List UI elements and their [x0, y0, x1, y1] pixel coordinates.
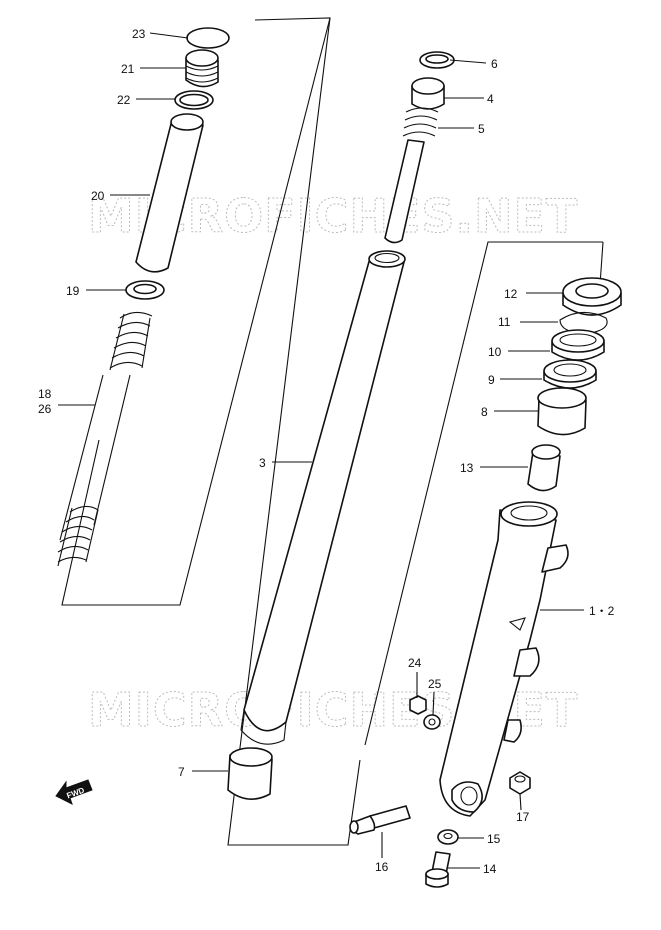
callout-25: 25: [428, 677, 442, 691]
callout-20: 20: [91, 189, 105, 203]
part-16-long-bolt[interactable]: [349, 805, 411, 835]
callout-1-2: 1・2: [589, 604, 615, 618]
part-9-washer[interactable]: [543, 359, 597, 389]
frame-outer-tube: [364, 241, 603, 746]
fwd-badge: FWD: [55, 779, 93, 805]
callout-3: 3: [259, 456, 266, 470]
callout-16: 16: [375, 860, 389, 874]
part-22-o-ring[interactable]: [174, 90, 214, 110]
callout-8: 8: [481, 405, 488, 419]
callout-11: 11: [498, 315, 511, 329]
part-21-cap-bolt[interactable]: [185, 49, 219, 88]
part-6-seal[interactable]: [419, 51, 455, 69]
part-4-piston[interactable]: [411, 77, 445, 110]
callout-12: 12: [504, 287, 518, 301]
part-17-nut[interactable]: [509, 771, 531, 795]
callout-10: 10: [488, 345, 502, 359]
callout-13: 13: [460, 461, 474, 475]
callout-22: 22: [117, 93, 131, 107]
callout-5: 5: [478, 122, 485, 136]
part-23-cap[interactable]: [186, 27, 230, 49]
part-18-26-spring[interactable]: [57, 311, 153, 567]
callout-23: 23: [132, 27, 146, 41]
callout-14: 14: [483, 862, 497, 876]
part-25-washer[interactable]: [423, 714, 441, 730]
frame-left-group: [61, 17, 331, 606]
part-15-washer[interactable]: [437, 829, 459, 845]
callout-19: 19: [66, 284, 80, 298]
callout-21: 21: [121, 62, 135, 76]
part-10-spacer[interactable]: [551, 329, 605, 361]
callout-15: 15: [487, 832, 501, 846]
callout-6: 6: [491, 57, 498, 71]
leader-lines: [58, 32, 584, 869]
part-8-guide-bushing[interactable]: [537, 387, 587, 436]
callout-4: 4: [487, 92, 494, 106]
part-19-washer[interactable]: [125, 280, 165, 300]
part-11-stopper-ring[interactable]: [559, 311, 608, 335]
callout-7: 7: [178, 765, 185, 779]
callout-labels: 23 21 22 20 19 18 26 3 6 4 5 12 11 10 9 …: [38, 27, 615, 876]
part-12-oil-seal[interactable]: [562, 277, 622, 316]
callout-17: 17: [516, 810, 530, 824]
arrow-left-icon: [55, 779, 93, 805]
callout-9: 9: [488, 373, 495, 387]
callout-18: 18: [38, 387, 52, 401]
part-20-spacer[interactable]: [135, 113, 204, 273]
part-24-bolt[interactable]: [409, 695, 427, 715]
frame-inner-tube: [227, 17, 361, 846]
callout-26: 26: [38, 402, 52, 416]
part-14-drain-bolt[interactable]: [425, 851, 451, 888]
part-1-2-outer-tube[interactable]: [439, 501, 569, 817]
part-13-oil-lock-piece[interactable]: [527, 444, 561, 492]
part-7-bushing[interactable]: [227, 747, 273, 800]
part-3-inner-tube[interactable]: [240, 250, 406, 745]
callout-24: 24: [408, 656, 422, 670]
part-5-rod-spring[interactable]: [384, 107, 439, 244]
